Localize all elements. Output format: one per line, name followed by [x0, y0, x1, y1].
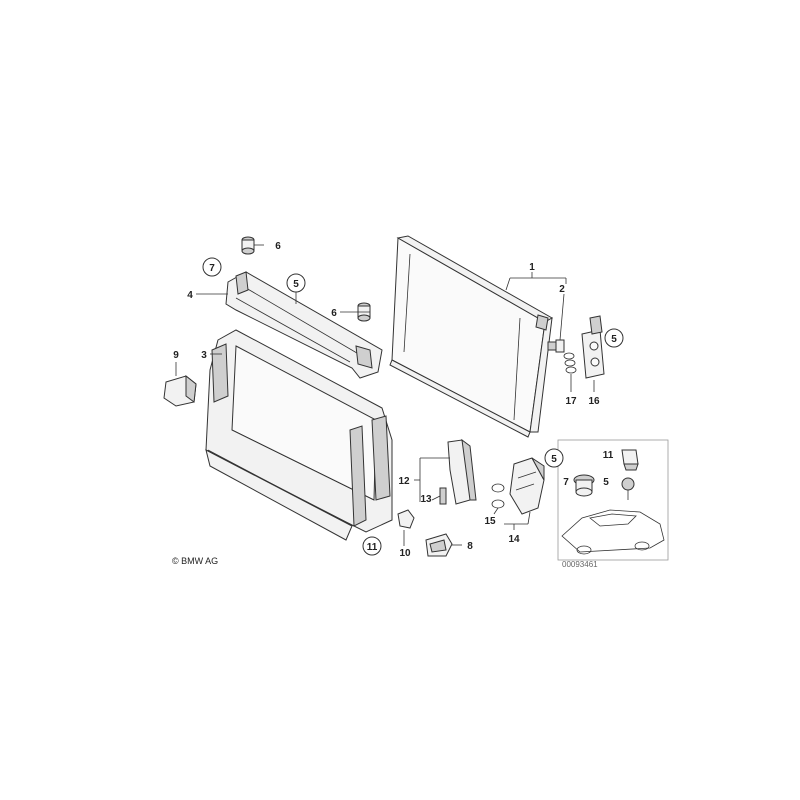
grommet-icon	[573, 474, 595, 497]
o-rings	[563, 352, 577, 374]
callout-5-circle-a	[286, 273, 306, 293]
callout-6-a: 6	[275, 241, 281, 252]
callout-5-circle-b	[604, 328, 624, 348]
callout-10: 10	[399, 548, 411, 559]
callout-17: 17	[565, 396, 577, 407]
copyright-label: © BMW AG	[172, 556, 218, 566]
side-bracket	[163, 374, 197, 407]
buffer-top	[241, 236, 255, 255]
callout-7-circle	[202, 257, 222, 277]
callout-2: 2	[559, 284, 565, 295]
callout-3: 3	[201, 350, 207, 361]
callout-5-c: 5	[551, 454, 557, 465]
callout-6-b: 6	[331, 308, 337, 319]
leader-lines	[175, 244, 595, 546]
small-bracket	[425, 533, 453, 557]
callout-8: 8	[467, 541, 473, 552]
callout-5-b: 5	[611, 334, 617, 345]
clip	[397, 509, 415, 529]
legend-box	[557, 439, 669, 561]
car-outline	[561, 509, 665, 555]
callout-1: 1	[529, 262, 535, 273]
callout-11-circle	[362, 536, 382, 556]
seals	[491, 483, 505, 509]
callout-15: 15	[484, 516, 496, 527]
callout-11-b: 11	[603, 450, 614, 461]
callout-5-circle-c	[544, 448, 564, 468]
callout-12: 12	[398, 476, 410, 487]
callout-9: 9	[173, 350, 179, 361]
shroud-frame	[205, 329, 393, 541]
callout-13: 13	[420, 494, 432, 505]
drain-plug	[547, 339, 565, 353]
callout-7-a: 7	[209, 263, 215, 274]
clip-icon	[621, 449, 639, 471]
upper-carrier	[225, 271, 383, 379]
callout-4: 4	[187, 290, 193, 301]
callout-5-d: 5	[603, 477, 609, 488]
oil-cooler	[509, 457, 545, 515]
thermostat-housing	[581, 315, 605, 379]
mounting-bracket	[439, 438, 477, 505]
callouts: 1 2 3 4 5 5 5 5 6 6 7 7 8 9 10 11 11 12 …	[173, 241, 624, 559]
callout-7-b: 7	[563, 477, 569, 488]
callout-16: 16	[588, 396, 600, 407]
callout-5-a: 5	[293, 279, 299, 290]
radiator	[389, 235, 554, 438]
callout-14: 14	[508, 534, 520, 545]
callout-11-a: 11	[367, 542, 378, 553]
document-number: 00093461	[562, 560, 598, 569]
screw-icon	[621, 477, 635, 500]
